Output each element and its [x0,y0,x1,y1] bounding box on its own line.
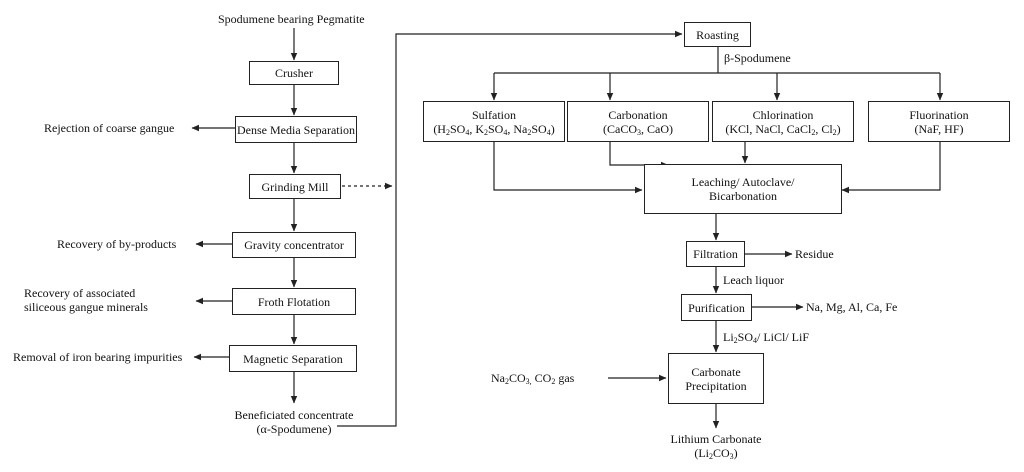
grinding-mill-box: Grinding Mill [249,174,341,199]
filtration-box: Filtration [686,241,745,267]
froth-flotation-label: Froth Flotation [257,294,331,309]
magnetic-separation-label: Magnetic Separation [243,351,343,366]
gravity-concentrator-box: Gravity concentrator [232,232,356,258]
siliceous-gangue-line2: siliceous gangue minerals [24,300,148,314]
iron-impurities-label: Removal of iron bearing impurities [13,350,183,364]
leaching-box: Leaching/ Autoclave/ Bicarbonation [644,164,842,214]
lithium-intermediate-label: Li2SO4/ LiCl/ LiF [723,330,810,345]
magnetic-separation-box: Magnetic Separation [229,345,357,372]
roasting-label: Roasting [696,27,739,42]
sulfation-title: Sulfation [472,107,516,122]
connector-concentrate-to-roasting [337,30,683,427]
carbonate-line2: Precipitation [685,378,747,393]
siliceous-gangue-line1: Recovery of associated [24,286,136,300]
leaching-line2: Bicarbonation [709,189,777,203]
precipitation-reagent-label: Na2CO3, CO2 gas [491,371,575,386]
carbonate-line1: Carbonate [691,364,741,379]
gravity-concentrator-label: Gravity concentrator [244,238,344,252]
connector-sulfation-to-leaching [493,142,643,194]
beta-spodumene-label: β-Spodumene [724,51,791,65]
grinding-mill-label: Grinding Mill [261,179,329,194]
purification-box: Purification [681,294,752,321]
residue-label: Residue [795,247,834,261]
coarse-gangue-label: Rejection of coarse gangue [44,121,175,135]
carbonation-reagents: (CaCO3, CaO) [603,121,673,137]
leach-liquor-label: Leach liquor [723,273,784,287]
froth-flotation-box: Froth Flotation [232,288,356,315]
crusher-label: Crusher [275,66,313,80]
source-label: Spodumene bearing Pegmatite [218,12,365,26]
carbonation-title: Carbonation [608,107,668,122]
carbonate-precipitation-box: Carbonate Precipitation [668,353,764,404]
sulfation-reagents: (H2SO4, K2SO4, Na2SO4) [433,121,555,137]
connector-carbonation-to-leaching [609,142,669,169]
purification-label: Purification [688,300,745,315]
chlorination-title: Chlorination [752,107,814,122]
leaching-line1: Leaching/ Autoclave/ [691,175,795,189]
crusher-box: Crusher [249,61,339,85]
connector-fluorination-to-leaching [841,142,941,194]
chlorination-reagents: (KCl, NaCl, CaCl2, Cl2) [725,121,841,137]
fluorination-box: Fluorination (NaF, HF) [868,101,1010,142]
dms-label: Dense Media Separation [237,122,355,137]
lithium-carbonate-line1: Lithium Carbonate [670,432,762,446]
carbonation-box: Carbonation (CaCO3, CaO) [567,101,709,142]
impurities-label: Na, Mg, Al, Ca, Fe [806,300,898,314]
fluorination-title: Fluorination [909,107,969,122]
chlorination-box: Chlorination (KCl, NaCl, CaCl2, Cl2) [712,101,854,142]
lithium-carbonate-label: Lithium Carbonate (Li2CO3) [646,432,786,461]
beneficiated-concentrate-label: Beneficiated concentrate (α-Spodumene) [224,408,364,436]
sulfation-box: Sulfation (H2SO4, K2SO4, Na2SO4) [423,101,565,142]
filtration-label: Filtration [693,247,738,261]
lithium-carbonate-formula: (Li2CO3) [694,446,738,461]
byproducts-label: Recovery of by-products [57,237,177,251]
beneficiated-concentrate-line1: Beneficiated concentrate [234,408,354,422]
dms-box: Dense Media Separation [235,116,357,143]
siliceous-gangue-label: Recovery of associated siliceous gangue … [24,286,148,314]
fluorination-reagents: (NaF, HF) [914,121,964,136]
roasting-box: Roasting [684,22,751,47]
beneficiated-concentrate-line2: (α-Spodumene) [256,422,332,436]
